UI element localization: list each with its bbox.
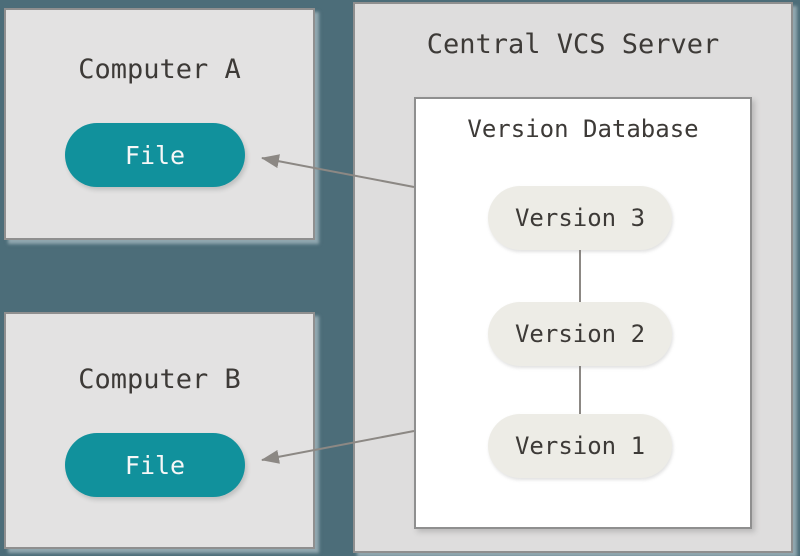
connector-version2-version1	[579, 365, 581, 415]
version-1-pill: Version 1	[488, 414, 672, 478]
central-vcs-server-title: Central VCS Server	[426, 29, 720, 60]
version-2-label: Version 2	[514, 320, 646, 348]
file-pill-a: File	[65, 123, 245, 187]
version-2-pill: Version 2	[488, 302, 672, 366]
version-3-pill: Version 3	[488, 186, 672, 250]
file-pill-b: File	[65, 433, 245, 497]
computer-b-box	[4, 312, 315, 549]
version-3-label: Version 3	[514, 204, 646, 232]
version-database-title: Version Database	[467, 115, 699, 143]
connector-version3-version2	[579, 250, 581, 303]
file-a-label: File	[124, 140, 186, 170]
computer-a-title: Computer A	[78, 54, 241, 85]
version-1-label: Version 1	[514, 432, 646, 460]
file-b-label: File	[124, 450, 186, 480]
computer-b-title: Computer B	[78, 364, 241, 395]
